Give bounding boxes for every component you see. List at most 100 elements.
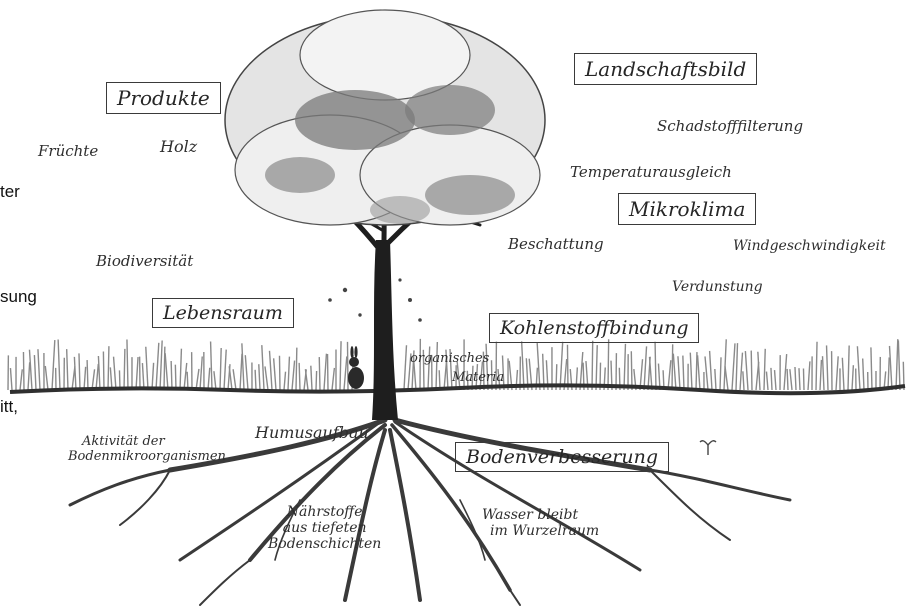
grass-blade <box>888 345 893 391</box>
grass-blade <box>630 351 633 391</box>
grass-blade <box>731 343 736 391</box>
grass-blade <box>57 339 61 391</box>
label-materia: Materia <box>452 370 505 385</box>
grass-blade <box>765 371 769 391</box>
grass-blade <box>708 350 713 391</box>
grass-blade <box>86 360 89 391</box>
grass-blade <box>682 355 685 391</box>
grass-blade <box>51 340 56 391</box>
grass-blade <box>199 356 203 391</box>
grass-blade <box>183 362 188 391</box>
grass-blade <box>789 369 793 391</box>
grass-blade <box>141 362 145 391</box>
grass-blade <box>315 370 318 391</box>
grass-blade <box>126 339 129 391</box>
grass-blade <box>897 340 901 391</box>
grass-blade <box>847 345 850 391</box>
grass-blade <box>783 353 788 391</box>
grass-blade <box>773 370 777 391</box>
label-biodiversitaet: Biodiversität <box>96 252 194 270</box>
grass-blade <box>112 356 117 391</box>
grass-blade <box>835 356 839 391</box>
grass-blade <box>283 371 287 391</box>
grass-blade <box>318 357 321 391</box>
label-verdunstung: Verdunstung <box>672 279 763 295</box>
grass-blade <box>310 365 313 391</box>
grass-blade <box>403 345 408 391</box>
grass-blade <box>744 351 749 391</box>
grass-blade <box>643 346 648 391</box>
grass-blade <box>27 362 31 391</box>
grass-blade <box>535 367 539 391</box>
label-aktivitaet-line2: Bodenmikroorganismen <box>68 448 226 464</box>
grass-blade <box>170 360 173 391</box>
grass-blade <box>819 359 823 391</box>
grass-blade <box>232 369 237 391</box>
grass-blade <box>603 367 606 391</box>
grass-blade <box>195 368 200 391</box>
grass-blade <box>798 368 801 391</box>
grass-blade <box>794 366 797 391</box>
falling-leaves <box>328 278 422 322</box>
grass-blade <box>825 345 829 391</box>
label-organisches: organisches <box>410 351 490 366</box>
grass-blade <box>346 341 349 391</box>
grass-blade <box>742 371 745 391</box>
grass-blade <box>278 355 281 391</box>
grass-blade <box>37 349 41 391</box>
grass-blade <box>343 356 348 391</box>
label-naehrstoffe: Nährstoffe aus tiefeten Bodenschichten <box>268 504 381 552</box>
grass-blade <box>241 343 245 391</box>
grass-blade <box>677 356 681 391</box>
grass-blade <box>83 366 87 391</box>
grass-blade <box>723 339 727 391</box>
rabbit-icon <box>348 346 364 389</box>
grass-blade <box>821 356 825 391</box>
grass-blade <box>607 339 610 391</box>
grass-blade <box>689 352 693 391</box>
grass-blade <box>757 351 761 391</box>
grass-blade <box>856 346 861 391</box>
grass-blade <box>536 343 541 391</box>
category-landschaftsbild: Landschaftsbild <box>574 53 758 85</box>
category-kohlenstoffbindung: Kohlenstoffbindung <box>489 313 700 343</box>
grass-blade <box>786 368 789 391</box>
category-produkte: Produkte <box>106 82 221 114</box>
grass-blade <box>291 360 296 391</box>
grass-blade <box>239 353 243 391</box>
label-humusaufbau: Humusaufbau <box>255 423 369 442</box>
grass-blade <box>559 341 564 391</box>
label-naehrstoffe-line1: Nährstoffe <box>286 504 363 520</box>
grass-blade <box>207 367 211 391</box>
grass-blade <box>807 361 811 391</box>
grass-blade <box>339 341 342 391</box>
grass-blade <box>569 369 573 391</box>
grass-blade <box>422 349 425 391</box>
grass-blade <box>145 346 149 391</box>
grass-blade <box>851 365 855 391</box>
grass-blade <box>411 350 415 391</box>
grass-blade <box>164 353 169 391</box>
sprout-icon <box>699 440 717 455</box>
label-wasser: Wasser bleibt im Wurzelraum <box>478 507 599 539</box>
label-beschattung: Beschattung <box>508 235 604 253</box>
grass-blade <box>667 360 672 391</box>
grass-blade <box>254 369 257 391</box>
grass-blade <box>427 346 431 391</box>
grass-blade <box>695 352 698 391</box>
grass-blade <box>65 349 69 391</box>
grass-blade <box>97 355 101 391</box>
grass-blade <box>802 368 805 391</box>
grass-blade <box>272 358 277 391</box>
label-wasser-line1: Wasser bleibt <box>482 507 579 523</box>
grass-blade <box>672 353 677 391</box>
grass-blade <box>575 367 579 391</box>
grass-blade <box>582 362 585 391</box>
grass-blade <box>671 344 674 391</box>
grass-blade <box>295 347 298 391</box>
grass-blade <box>887 357 890 391</box>
grass-blade <box>228 366 233 391</box>
grass-blade <box>595 345 598 391</box>
grass-blade <box>435 341 439 391</box>
